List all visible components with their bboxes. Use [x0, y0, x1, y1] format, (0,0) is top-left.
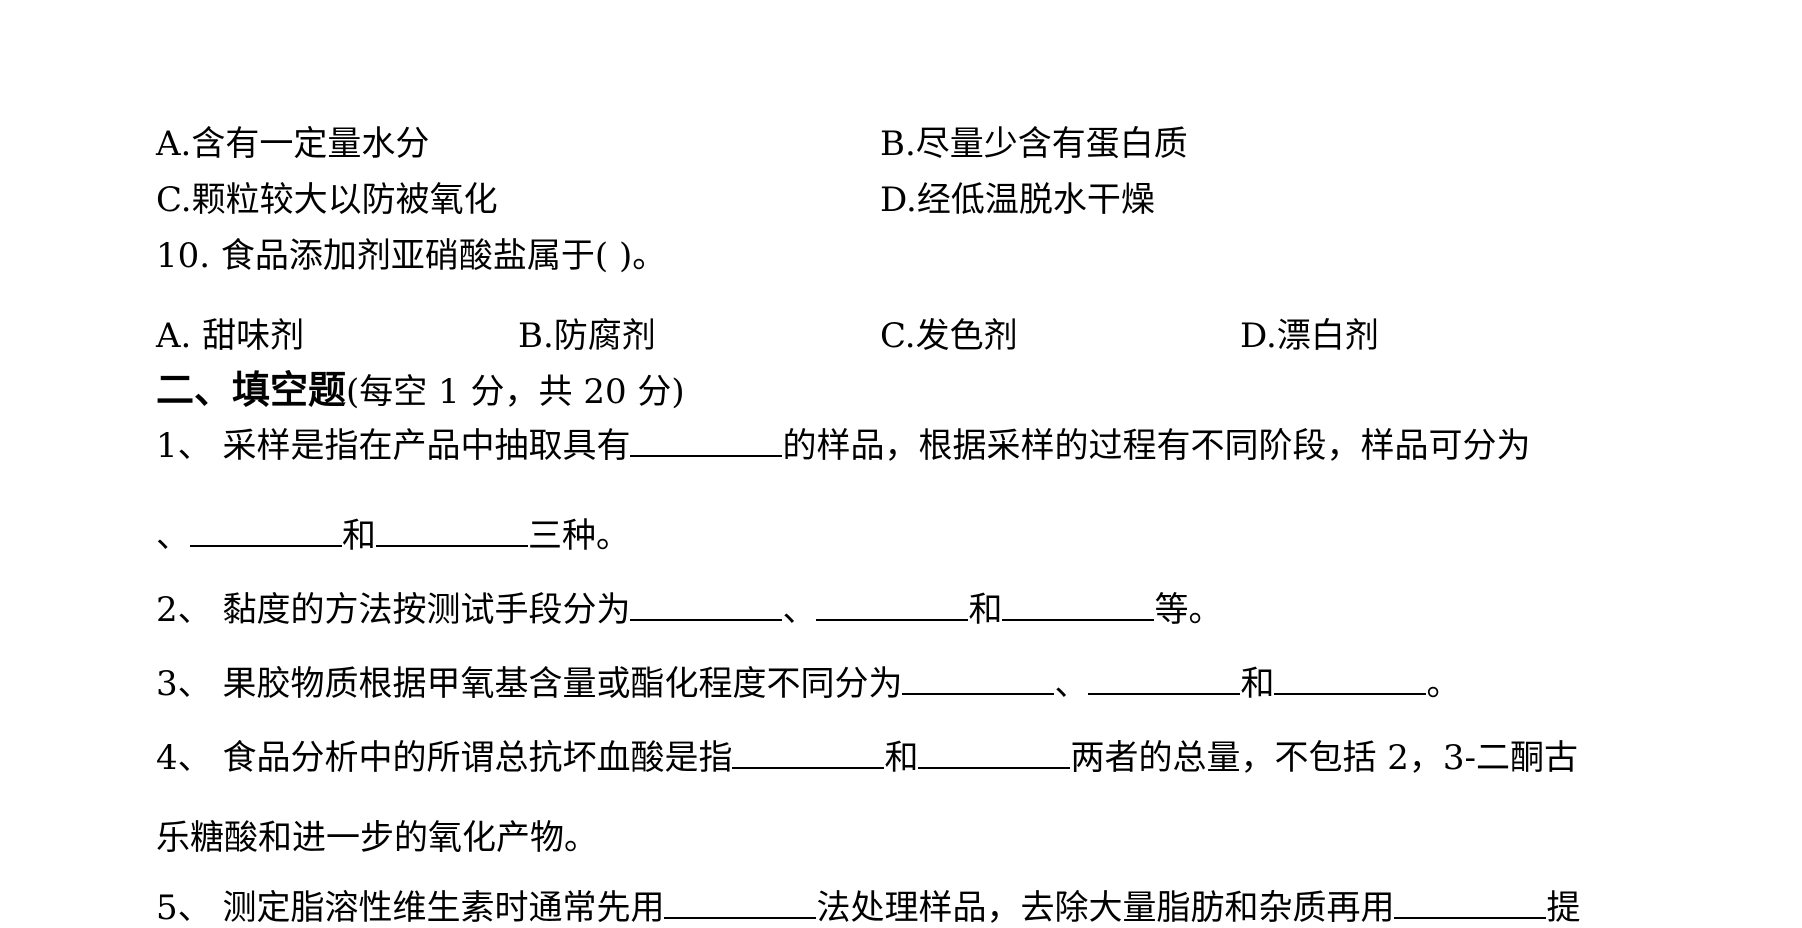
q5-blank-1[interactable] — [664, 889, 817, 919]
q4-he: 和 — [884, 738, 919, 778]
q10-option-b: B.防腐剂 — [518, 316, 656, 356]
q4-blank-2[interactable] — [918, 739, 1071, 769]
exam-page: A.含有一定量水分 B.尽量少含有蛋白质 C.颗粒较大以防被氧化 D.经低温脱水… — [156, 124, 1580, 928]
fill-q5-partial: 5、 测定脂溶性维生素时通常先用 法处理样品，去除大量脂肪和杂质再用 提 — [156, 888, 1580, 928]
q3-blank-2[interactable] — [1088, 665, 1241, 695]
q5-end: 提 — [1546, 888, 1581, 928]
q2-blank-3[interactable] — [1002, 591, 1155, 621]
fill-q1-line1: 1、 采样是指在产品中抽取具有 的样品，根据采样的过程有不同阶段，样品可分为 — [156, 426, 1530, 466]
q9-option-a: A.含有一定量水分 — [156, 124, 430, 164]
section-title-bold: 二、填空题 — [156, 367, 347, 412]
q2-he: 和 — [968, 590, 1003, 630]
q1-end: 三种。 — [528, 516, 630, 556]
section-title-note: (每空 1 分，共 20 分) — [346, 372, 685, 412]
q5-blank-2[interactable] — [1394, 889, 1547, 919]
q2-text-start: 2、 黏度的方法按测试手段分为 — [156, 590, 631, 630]
q10-stem: 10. 食品添加剂亚硝酸盐属于( )。 — [156, 236, 667, 276]
fill-q1-line2: 、 和 三种。 — [156, 516, 630, 556]
q9-option-d: D.经低温脱水干燥 — [880, 180, 1155, 220]
fill-q4-line2: 乐糖酸和进一步的氧化产物。 — [156, 818, 598, 858]
q9-option-b: B.尽量少含有蛋白质 — [880, 124, 1188, 164]
q2-sep: 、 — [782, 590, 817, 630]
q2-blank-1[interactable] — [630, 591, 783, 621]
q3-he: 和 — [1240, 664, 1275, 704]
fill-q2: 2、 黏度的方法按测试手段分为 、 和 等。 — [156, 590, 1222, 630]
q1-blank-2[interactable] — [190, 517, 342, 547]
fill-q4-line1: 4、 食品分析中的所谓总抗坏血酸是指 和 两者的总量，不包括 2，3-二酮古 — [156, 738, 1578, 778]
q3-text-start: 3、 果胶物质根据甲氧基含量或酯化程度不同分为 — [156, 664, 903, 704]
q4-end: 两者的总量，不包括 2，3-二酮古 — [1070, 738, 1579, 778]
fill-q3: 3、 果胶物质根据甲氧基含量或酯化程度不同分为 、 和 。 — [156, 664, 1460, 704]
section-title: 二、填空题(每空 1 分，共 20 分) — [156, 367, 685, 413]
q1-text-start: 1、 采样是指在产品中抽取具有 — [156, 426, 631, 466]
q4-blank-1[interactable] — [732, 739, 885, 769]
q1-he: 和 — [342, 516, 376, 556]
q2-blank-2[interactable] — [816, 591, 969, 621]
q10-option-c: C.发色剂 — [880, 316, 1018, 356]
q10-option-d: D.漂白剂 — [1240, 316, 1379, 356]
q5-text-start: 5、 测定脂溶性维生素时通常先用 — [156, 888, 665, 928]
q1-blank-3[interactable] — [376, 517, 528, 547]
q9-option-c: C.颗粒较大以防被氧化 — [156, 180, 498, 220]
q3-blank-1[interactable] — [902, 665, 1055, 695]
q5-text-middle: 法处理样品，去除大量脂肪和杂质再用 — [816, 888, 1395, 928]
q4-text-start: 4、 食品分析中的所谓总抗坏血酸是指 — [156, 738, 733, 778]
q3-sep: 、 — [1054, 664, 1089, 704]
q3-end: 。 — [1426, 664, 1461, 704]
q1-sep: 、 — [156, 516, 190, 556]
q1-text-middle: 的样品，根据采样的过程有不同阶段，样品可分为 — [782, 426, 1531, 466]
q10-option-a: A. 甜味剂 — [156, 316, 305, 356]
q2-end: 等。 — [1154, 590, 1223, 630]
q3-blank-3[interactable] — [1274, 665, 1427, 695]
q1-blank-1[interactable] — [630, 427, 783, 457]
